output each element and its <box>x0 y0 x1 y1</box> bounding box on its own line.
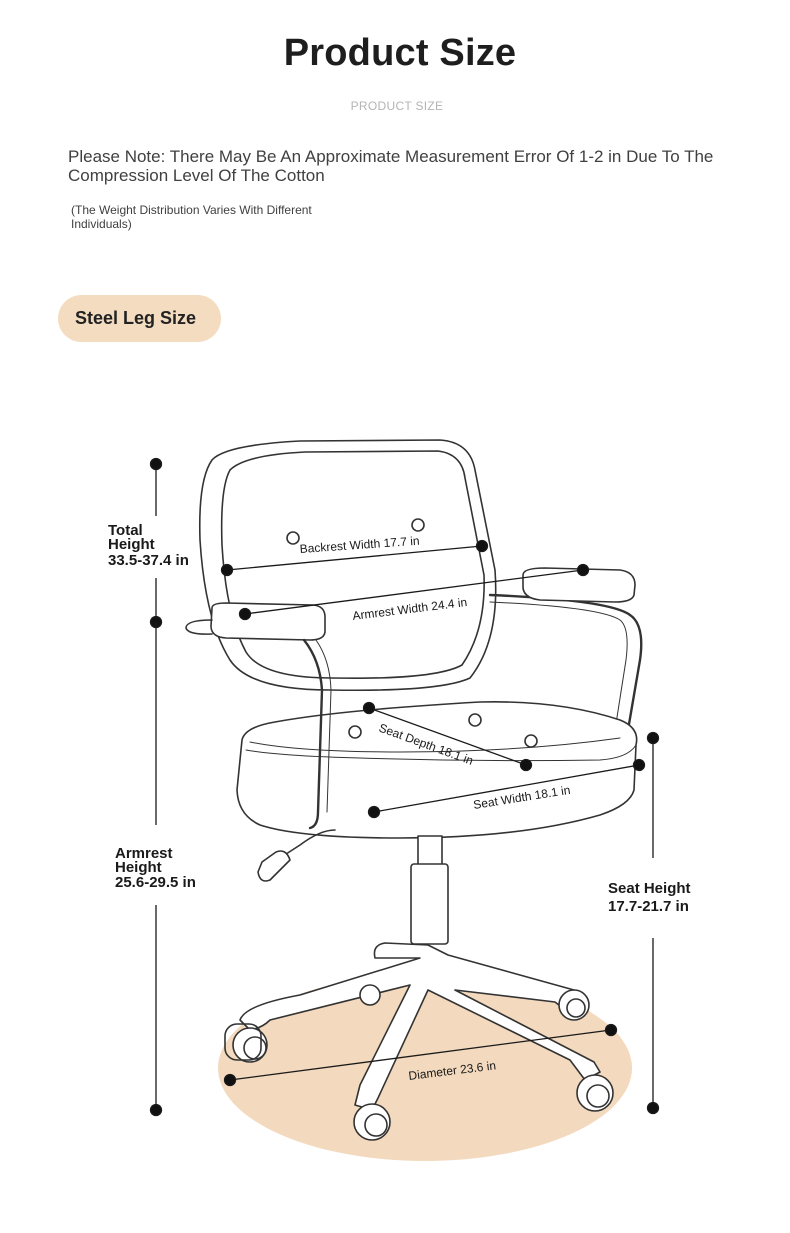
seat-height-title: Seat Height <box>608 880 691 897</box>
weight-note: (The Weight Distribution Varies With Dif… <box>71 203 312 231</box>
page-subtitle: PRODUCT SIZE <box>350 99 444 113</box>
total-height-label: Total Height 33.5-37.4 in <box>108 522 189 569</box>
seat-height-bottom-dot <box>646 1101 660 1115</box>
seat-height-top-dot <box>646 731 660 745</box>
armrest-height-label: Armrest Height 25.6-29.5 in <box>115 845 196 891</box>
measurement-lines <box>149 457 660 1117</box>
armrest-height-value: 25.6-29.5 in <box>115 874 196 891</box>
page-title: Product Size <box>283 32 517 74</box>
total-height-top-dot <box>149 457 163 471</box>
seat-height-label: Seat Height 17.7-21.7 in <box>608 880 691 916</box>
floor-base-ellipse <box>218 975 632 1161</box>
section-label: Steel Leg Size <box>75 308 197 328</box>
section-badge: Steel Leg Size <box>58 295 221 342</box>
total-height-title-1: Total <box>108 522 143 539</box>
armrest-height-bottom-dot <box>149 1103 163 1117</box>
total-height-value: 33.5-37.4 in <box>108 552 189 569</box>
measurement-note: Please Note: There May Be An Approximate… <box>68 147 714 185</box>
seat-height-value: 17.7-21.7 in <box>608 898 689 915</box>
chair-illustration <box>185 439 643 1141</box>
total-height-title-2: Height <box>108 536 155 553</box>
armrest-height-title-1: Armrest <box>115 845 173 862</box>
armrest-height-title-2: Height <box>115 859 162 876</box>
